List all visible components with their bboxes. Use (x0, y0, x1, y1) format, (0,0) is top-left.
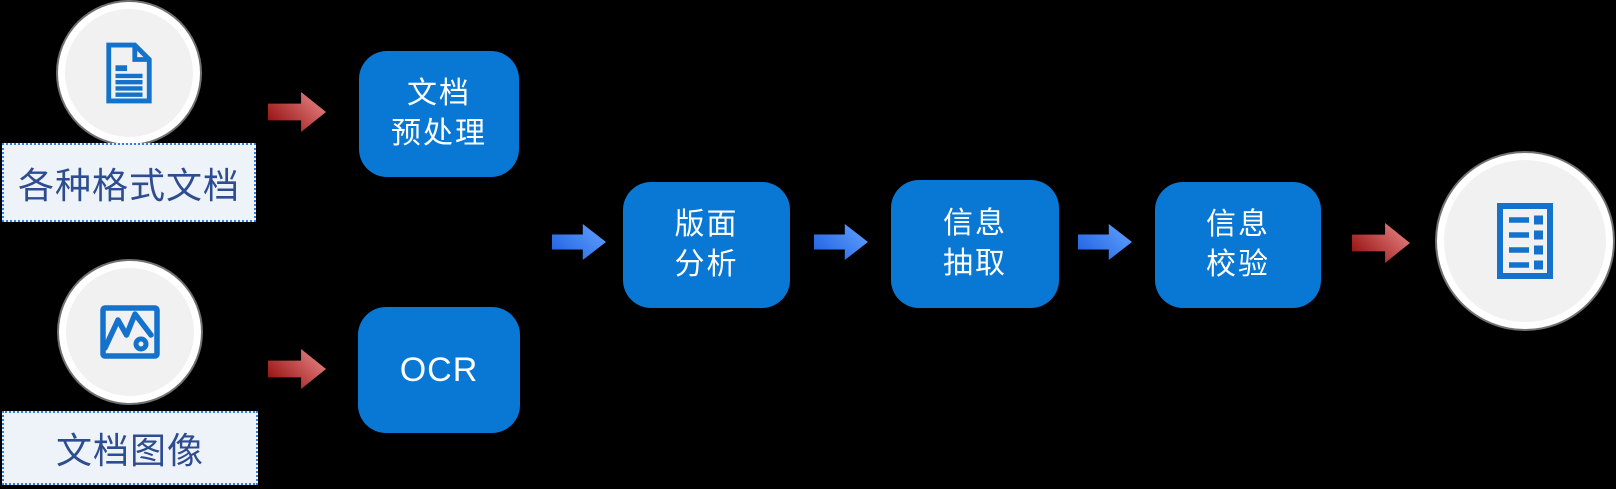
arrow-image-to-ocr (268, 349, 326, 389)
arrow-to-output (1352, 223, 1410, 263)
arrow-doc-to-preprocess (268, 92, 326, 132)
step-layout-analysis: 版面 分析 (623, 182, 790, 308)
step-preprocess-line1: 文档 (407, 77, 471, 110)
image-icon (100, 305, 160, 359)
arrow-to-layout-analysis (552, 224, 606, 260)
step-preprocess: 文档 预处理 (359, 51, 519, 177)
arrow-to-info-extraction (814, 224, 868, 260)
document-icon (106, 42, 152, 104)
source-image-circle (59, 261, 201, 403)
step-info-verification: 信息 校验 (1155, 182, 1321, 308)
source-document-circle (58, 2, 200, 144)
output-result-circle (1437, 153, 1613, 329)
step-info-extraction-line1: 信息 (943, 207, 1007, 240)
step-ocr-label: OCR (399, 351, 479, 389)
source-document-label-text: 各种格式文档 (17, 164, 240, 206)
step-preprocess-line2: 预处理 (391, 117, 487, 150)
step-ocr: OCR (358, 307, 520, 433)
step-info-extraction: 信息 抽取 (891, 180, 1059, 308)
source-image-label-text: 文档图像 (55, 430, 204, 471)
source-document-label: 各种格式文档 (2, 143, 256, 222)
source-image-label: 文档图像 (2, 411, 258, 485)
form-icon (1497, 203, 1553, 279)
step-info-extraction-line2: 抽取 (943, 247, 1007, 280)
step-layout-analysis-line2: 分析 (674, 248, 739, 281)
arrow-to-info-verification (1078, 224, 1132, 260)
step-info-verification-line2: 校验 (1206, 248, 1270, 281)
step-info-verification-line1: 信息 (1206, 208, 1270, 241)
step-layout-analysis-line1: 版面 (674, 208, 739, 241)
